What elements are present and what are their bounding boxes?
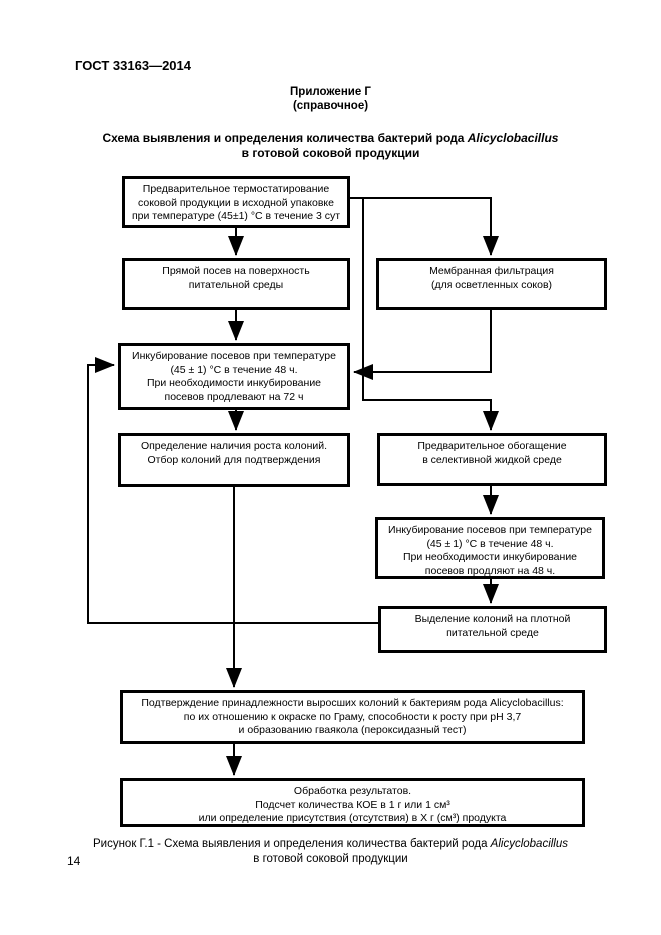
connector-membrane-to-incubation [353,310,492,380]
flow-box-results: Обработка результатов. Подсчет количеств… [120,778,585,827]
figure-title-species: Alicyclobacillus [467,131,559,145]
flow-box-growth-check: Определение наличия роста колоний. Отбор… [118,433,350,487]
flow-box-isolation: Выделение колоний на плотной питательной… [378,606,607,653]
appendix-note: (справочное) [292,100,369,112]
connector-thermostat-to-enrichment [362,198,499,431]
flow-box-enrichment: Предварительное обогащение в селективной… [377,433,607,486]
flow-box-thermostat: Предварительное термостатирование соково… [122,176,350,228]
figure-caption-species: Alicyclobacillus [490,838,569,850]
appendix-label: Приложение Г [290,86,371,98]
flow-box-direct-seeding: Прямой посев на поверхность питательной … [122,258,350,310]
flow-box-incubation-primary: Инкубирование посевов при температуре (4… [118,343,350,410]
appendix-heading: Приложение Г (справочное) [0,85,661,113]
connector-thermostat-to-membrane [350,197,499,256]
figure-caption: Рисунок Г.1 - Схема выявления и определе… [0,837,661,867]
flow-box-incubation-secondary: Инкубирование посевов при температуре (4… [375,517,605,579]
figure-title-line2: в готовой соковой продукции [241,146,420,160]
figure-caption-line2: в готовой соковой продукции [253,853,408,865]
figure-title-line1: Схема выявления и определения количества… [0,131,661,146]
figure-title: Схема выявления и определения количества… [0,131,661,161]
flow-box-confirmation: Подтверждение принадлежности выросших ко… [120,690,585,744]
page-number: 14 [67,854,81,868]
figure-caption-text: Рисунок Г.1 - Схема выявления и определе… [92,838,491,850]
flow-box-membrane-filtration: Мембранная фильтрация (для осветленных с… [376,258,607,310]
doc-number: ГОСТ 33163—2014 [75,58,191,73]
figure-title-text: Схема выявления и определения количества… [102,131,468,145]
figure-caption-line1: Рисунок Г.1 - Схема выявления и определе… [0,837,661,852]
